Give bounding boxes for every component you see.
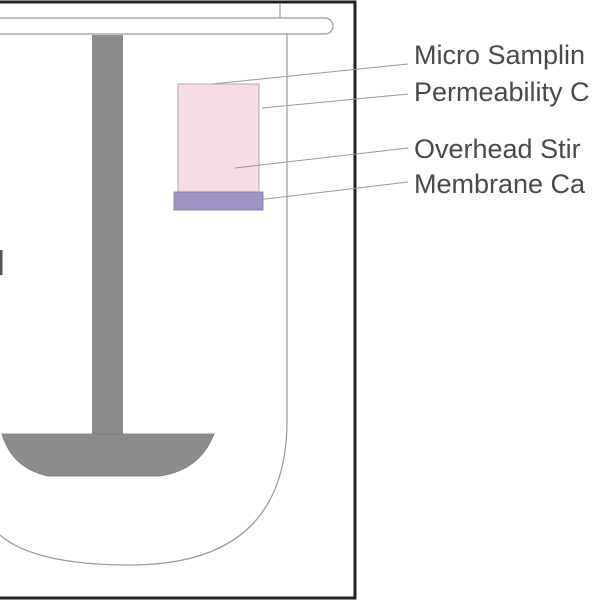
label-membrane: Membrane Ca	[414, 169, 586, 199]
stirrer-shaft	[92, 35, 123, 435]
leader-line-permeability	[261, 93, 409, 109]
permeability-cell	[177, 83, 260, 193]
stirrer-paddle	[1, 433, 215, 477]
leader-line-micro-sampling	[211, 63, 409, 85]
label-overhead-stirrer: Overhead Stir	[414, 134, 581, 164]
leader-line-membrane	[239, 181, 409, 203]
vessel-rim	[0, 17, 334, 35]
leader-line-overhead-stirrer	[234, 147, 409, 169]
membrane-cap	[173, 191, 264, 211]
label-permeability-cell: Permeability C	[414, 77, 590, 107]
outer-frame	[0, 0, 357, 600]
vessel-outline	[0, 34, 288, 566]
label-micro-sampling: Micro Samplin	[414, 40, 585, 70]
